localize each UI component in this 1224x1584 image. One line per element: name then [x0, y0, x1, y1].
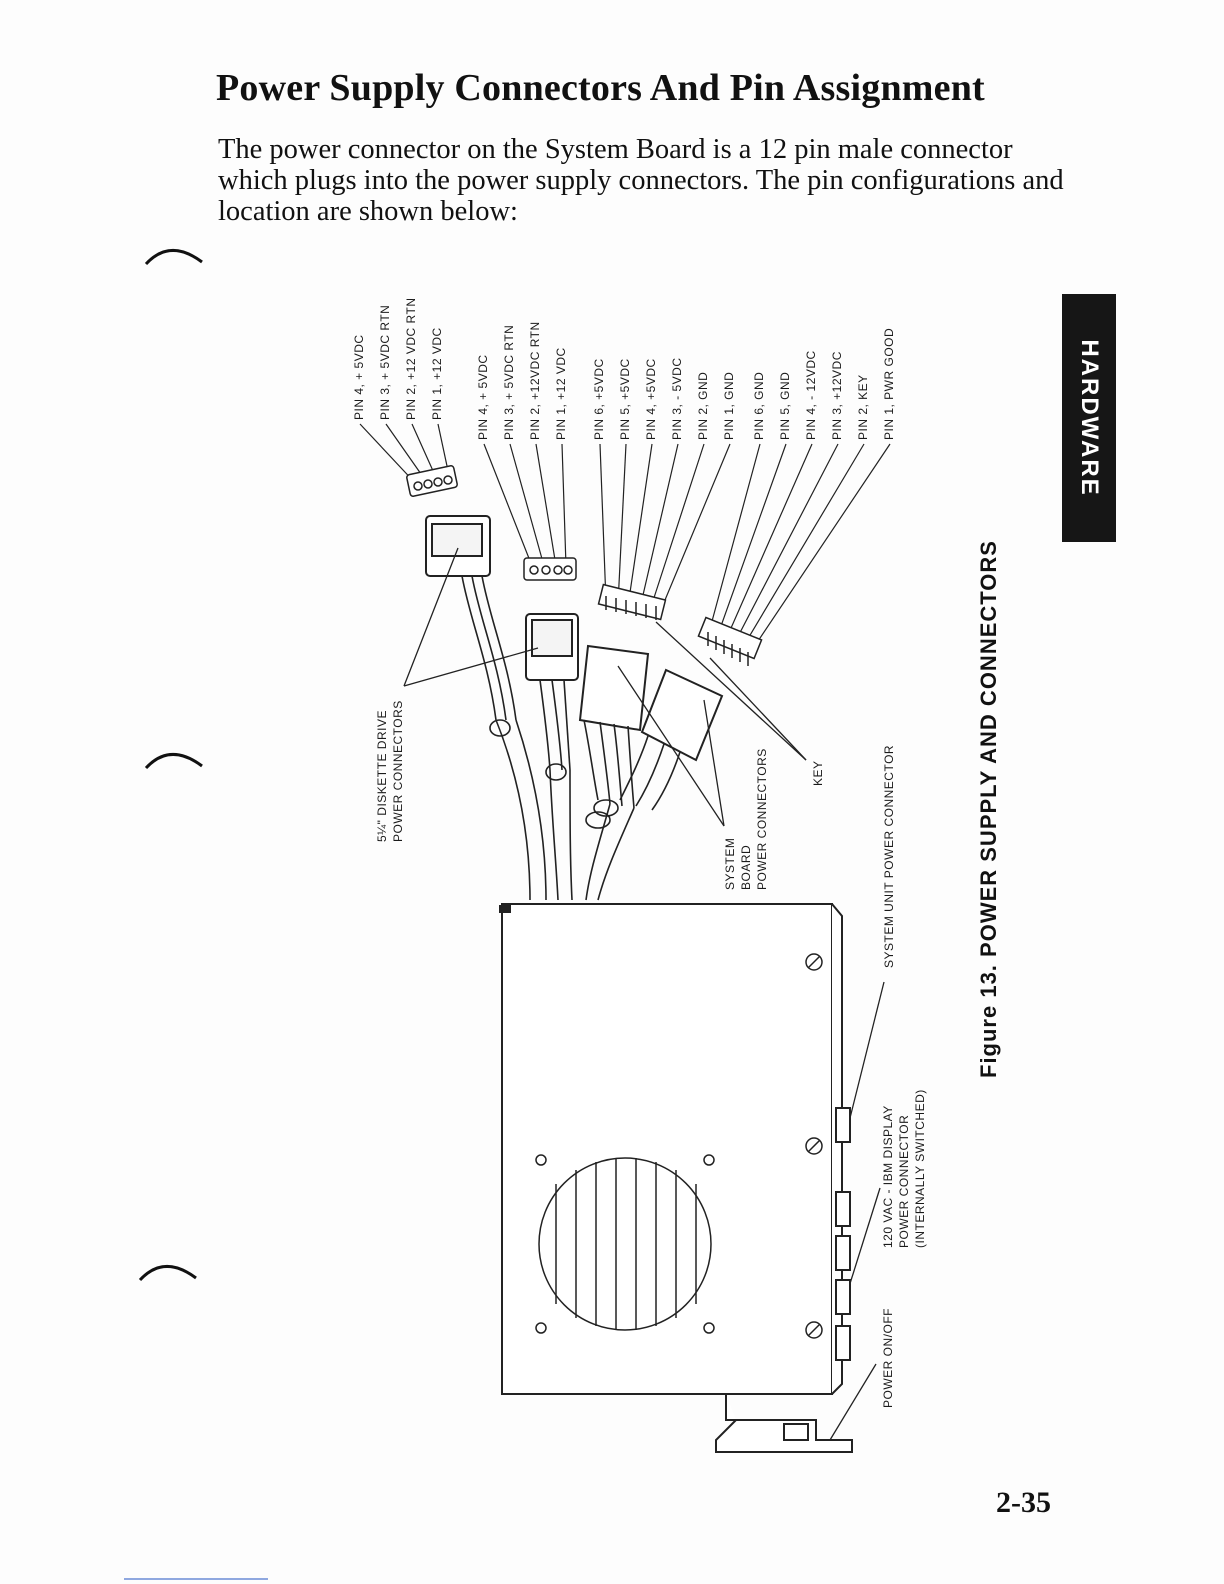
pin-label: PIN 5, GND: [778, 372, 792, 440]
binder-hole-mark-middle: [144, 753, 203, 770]
binder-hole-mark-top: [144, 249, 203, 266]
fan-grille-icon: [535, 1154, 715, 1334]
board-connector-a: [597, 583, 667, 621]
pin-leader-lines: [359, 423, 891, 657]
pin-label: PIN 3, +12VDC: [830, 351, 844, 440]
board-connector-a-labels: PIN 6, +5VDC PIN 5, +5VDC PIN 4, +5VDC P…: [592, 357, 736, 440]
diskette-connector-plug-lower: [525, 613, 579, 681]
pin-label: PIN 3, + 5VDC RTN: [502, 325, 516, 440]
drive-connector-a: [406, 465, 458, 497]
pin-label: PIN 4, - 12VDC: [804, 350, 818, 440]
pin-label: PIN 2, +12 VDC RTN: [404, 298, 418, 420]
board-connector-b-labels: PIN 6, GND PIN 5, GND PIN 4, - 12VDC PIN…: [752, 328, 896, 440]
pin-label: PIN 1, PWR GOOD: [882, 328, 896, 440]
pin-label: PIN 2, GND: [696, 372, 710, 440]
binder-hole-mark-bottom: [138, 1265, 197, 1282]
svg-text:120 VAC - IBM DISPLAY: 120 VAC - IBM DISPLAY: [881, 1105, 895, 1248]
pin-label: PIN 4, + 5VDC: [476, 354, 490, 440]
board-connector-plug-b: [640, 668, 724, 762]
pin-label: PIN 2, +12VDC RTN: [528, 321, 542, 440]
system-board-label: SYSTEM BOARD POWER CONNECTORS: [723, 748, 769, 890]
svg-text:POWER CONNECTORS: POWER CONNECTORS: [755, 748, 769, 890]
display-connector-label: 120 VAC - IBM DISPLAY POWER CONNECTOR (I…: [881, 1089, 927, 1248]
callout-arrows: [403, 547, 885, 1441]
intro-paragraph: The power connector on the System Board …: [218, 134, 1064, 227]
power-switch-label: POWER ON/OFF: [881, 1308, 895, 1408]
cable-bundles: [461, 575, 681, 901]
drive-connector-b: [523, 557, 577, 581]
pin-label: PIN 3, - 5VDC: [670, 357, 684, 440]
screw-icons: [805, 953, 823, 1339]
drive-connector-b-labels: PIN 4, + 5VDC PIN 3, + 5VDC RTN PIN 2, +…: [476, 321, 568, 440]
pin-label: PIN 5, +5VDC: [618, 358, 632, 440]
pin-label: PIN 3, + 5VDC RTN: [378, 305, 392, 420]
drive-connector-a-labels: PIN 4, + 5VDC PIN 3, + 5VDC RTN PIN 2, +…: [352, 298, 444, 420]
pin-label: PIN 4, +5VDC: [644, 358, 658, 440]
board-connector-plug-a: [578, 644, 650, 732]
svg-text:5¼" DISKETTE DRIVE: 5¼" DISKETTE DRIVE: [375, 710, 389, 842]
hardware-section-tab: HARDWARE: [1062, 294, 1116, 542]
pin-label: PIN 4, + 5VDC: [352, 334, 366, 420]
diskette-drive-label: 5¼" DISKETTE DRIVE POWER CONNECTORS: [375, 700, 405, 842]
page-title: Power Supply Connectors And Pin Assignme…: [216, 67, 985, 109]
figure-caption: Figure 13. POWER SUPPLY AND CONNECTORS: [976, 540, 1001, 1078]
pin-label: PIN 1, GND: [722, 372, 736, 440]
page-number: 2-35: [996, 1486, 1051, 1519]
diskette-connector-plug-upper: [425, 515, 491, 577]
pin-label: PIN 6, +5VDC: [592, 358, 606, 440]
svg-text:(INTERNALLY SWITCHED): (INTERNALLY SWITCHED): [913, 1089, 927, 1248]
svg-text:POWER CONNECTORS: POWER CONNECTORS: [391, 700, 405, 842]
pin-label: PIN 1, +12 VDC: [554, 347, 568, 440]
pin-label: PIN 6, GND: [752, 372, 766, 440]
key-label: KEY: [811, 760, 825, 786]
system-unit-connector-label: SYSTEM UNIT POWER CONNECTOR: [882, 745, 896, 968]
board-connector-b: [697, 616, 763, 666]
svg-text:POWER CONNECTOR: POWER CONNECTOR: [897, 1115, 911, 1248]
svg-text:SYSTEM: SYSTEM: [723, 838, 737, 890]
pin-label: PIN 1, +12 VDC: [430, 327, 444, 420]
pin-label: PIN 2, KEY: [856, 374, 870, 440]
power-supply-unit: [499, 903, 853, 1453]
svg-text:BOARD: BOARD: [739, 845, 753, 890]
bottom-rule: [124, 1578, 268, 1580]
